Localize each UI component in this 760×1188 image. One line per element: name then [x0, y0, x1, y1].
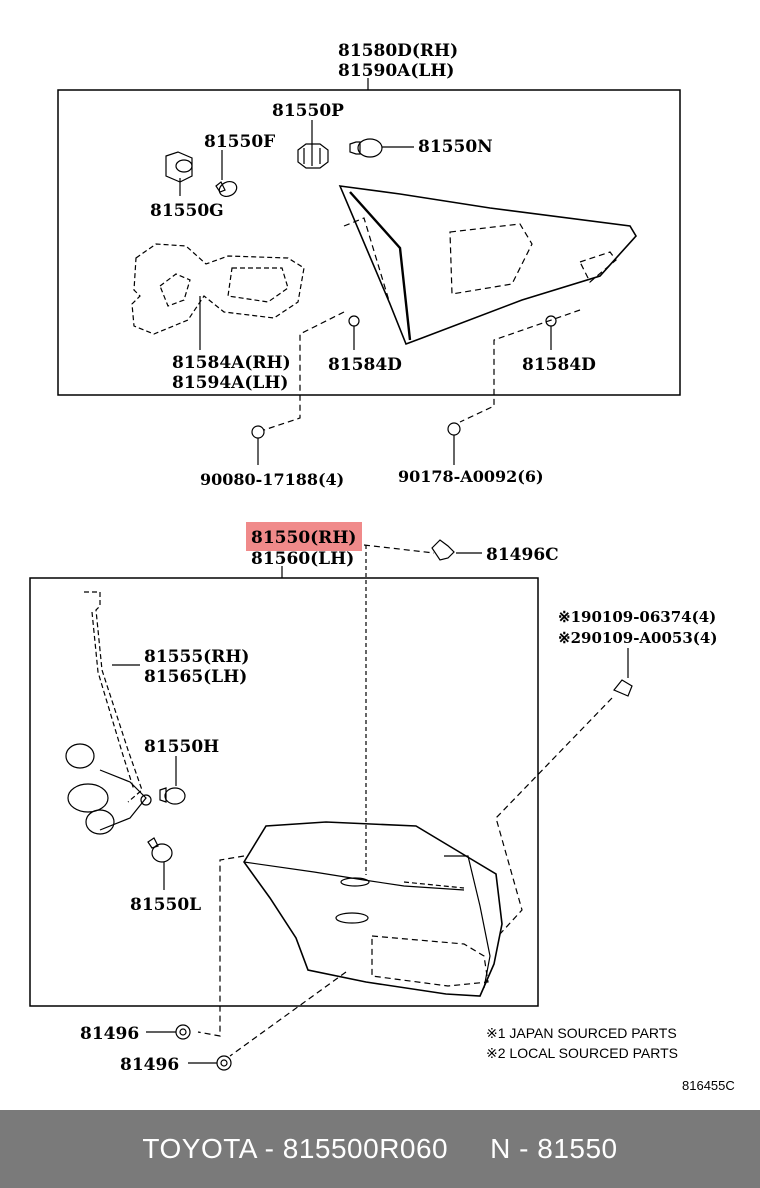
clip-81496-lower-icon [216, 1055, 232, 1071]
part-label-bolt-note-1[interactable]: ※190109-06374(4) [558, 608, 716, 626]
upper-group-frame [57, 89, 681, 396]
lamp-lens-upper-icon [338, 185, 637, 346]
part-label-81496C[interactable]: 81496C [486, 545, 559, 565]
parts-diagram: 81580D(RH) 81590A(LH) 81550P 81550F 8155… [29, 41, 735, 1093]
part-highlight [246, 522, 362, 551]
part-label-81594A[interactable]: 81594A(LH) [172, 373, 288, 393]
part-label-81584A[interactable]: 81584A(RH) [172, 353, 291, 373]
socket-wire-81555-icon [84, 591, 143, 803]
part-label-81565[interactable]: 81565(LH) [144, 667, 247, 687]
bulb-socket-81550P-icon [297, 143, 329, 169]
part-label-81555[interactable]: 81555(RH) [144, 647, 249, 667]
part-label-90178[interactable]: 90178-A0092(6) [398, 467, 544, 486]
part-label-81550G[interactable]: 81550G [150, 201, 224, 221]
bulb-81550L-icon [147, 837, 173, 863]
assembly-label-81550-highlighted[interactable]: 81550(RH) [251, 528, 356, 548]
lamp-body-lower-icon [243, 821, 503, 997]
part-label-81584D-right[interactable]: 81584D [522, 355, 596, 375]
lower-group-frame [29, 577, 539, 1007]
nut-90178-icon [447, 422, 461, 465]
diagram-code: 816455C [682, 1078, 735, 1093]
part-label-81496-lower[interactable]: 81496 [120, 1055, 179, 1075]
bulb-81550H-icon [159, 787, 186, 805]
part-label-81550L[interactable]: 81550L [130, 895, 201, 915]
gasket-81584A-icon [131, 243, 305, 335]
bulb-81550N-icon [349, 138, 383, 158]
bulb-81550F-icon [215, 181, 238, 197]
part-label-81584D-left[interactable]: 81584D [328, 355, 402, 375]
part-label-bolt-note-2[interactable]: ※290109-A0053(4) [558, 629, 717, 647]
bulb-socket-81550G-icon [165, 151, 193, 183]
part-label-81550N[interactable]: 81550N [418, 137, 493, 157]
footnote-local-sourced: ※2 LOCAL SOURCED PARTS [486, 1045, 678, 1061]
assembly-label-81560[interactable]: 81560(LH) [251, 549, 354, 569]
assembly-label-81580D[interactable]: 81580D(RH) [338, 41, 458, 61]
nut-90080-icon [251, 425, 265, 465]
footnote-japan-sourced: ※1 JAPAN SOURCED PARTS [486, 1025, 677, 1041]
clip-81496-upper-icon [175, 1024, 191, 1040]
socket-cluster-icon [65, 743, 152, 835]
footer-bar: TOYOTA - 815500R060 N - 81550 [0, 1110, 760, 1188]
clip-81496C-icon [431, 539, 455, 561]
assembly-label-81590A[interactable]: 81590A(LH) [338, 61, 454, 81]
part-label-81496-upper[interactable]: 81496 [80, 1024, 139, 1044]
clip-81584D-left-icon [348, 315, 360, 350]
footer-reference: N - 81550 [490, 1133, 618, 1164]
part-label-90080[interactable]: 90080-17188(4) [200, 470, 344, 489]
clip-81584D-right-icon [545, 315, 557, 350]
part-label-81550H[interactable]: 81550H [144, 737, 219, 757]
footer-brand-part-number: TOYOTA - 815500R060 [142, 1133, 449, 1164]
bolt-90109-icon [613, 648, 633, 697]
part-label-81550F[interactable]: 81550F [204, 132, 275, 152]
part-label-81550P[interactable]: 81550P [272, 101, 344, 121]
